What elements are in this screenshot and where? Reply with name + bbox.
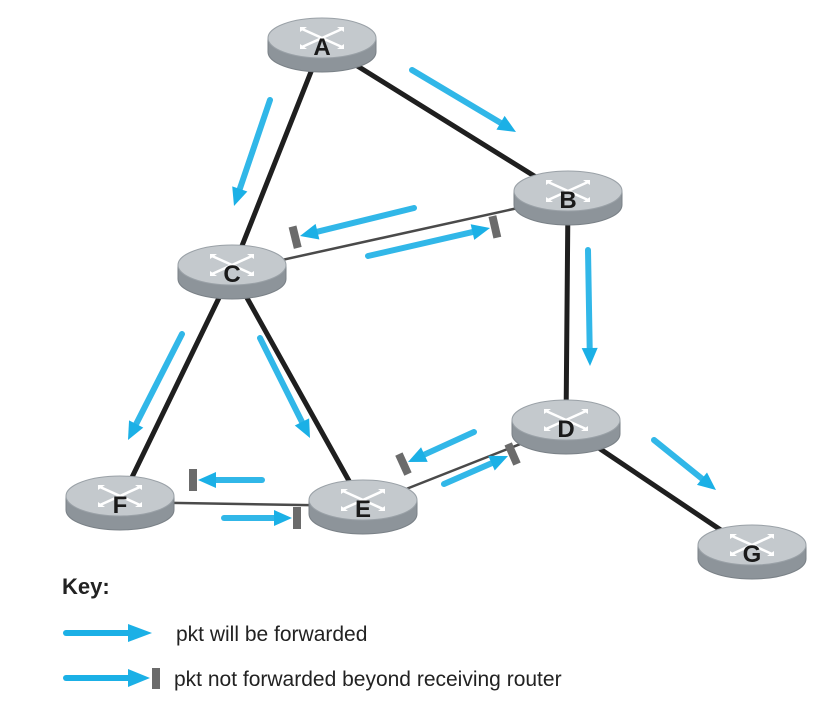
router-arrows-icon: [730, 534, 774, 556]
link-a-b: [319, 41, 571, 200]
router-label: G: [743, 541, 762, 568]
flow-b-to-c: [288, 205, 417, 249]
flow-c-to-f: [128, 331, 185, 440]
router-a[interactable]: A: [267, 17, 377, 73]
flows-layer: [128, 67, 716, 529]
router-label: E: [355, 496, 371, 523]
key-not-forwarded-arrow-icon: [63, 668, 160, 689]
flow-f-to-e: [221, 507, 301, 529]
router-arrows-icon: [341, 489, 385, 511]
flow-a-to-b: [409, 67, 516, 132]
key-title: Key:: [62, 574, 110, 599]
router-d[interactable]: D: [511, 399, 621, 455]
router-label: A: [313, 34, 330, 61]
key-forwarded-arrow-icon: [63, 624, 152, 642]
link-c-e: [229, 268, 366, 509]
router-label: C: [223, 261, 240, 288]
flow-d-to-g: [651, 437, 716, 490]
key-not-forwarded-label: pkt not forwarded beyond receiving route…: [174, 668, 562, 691]
router-arrows-icon: [546, 180, 590, 202]
flow-e-to-d: [441, 442, 521, 487]
router-arrows-icon: [300, 27, 344, 49]
link-a-c: [229, 41, 325, 274]
router-arrows-icon: [98, 485, 142, 507]
router-arrows-icon: [544, 409, 588, 431]
router-b[interactable]: B: [513, 170, 623, 226]
router-label: B: [559, 187, 576, 214]
router-e[interactable]: E: [308, 479, 418, 535]
flow-e-to-f: [189, 469, 265, 491]
link-c-f: [117, 268, 235, 505]
routers-layer: A B C D E F G: [65, 17, 807, 580]
router-f[interactable]: F: [65, 475, 175, 531]
key-forwarded-label: pkt will be forwarded: [176, 623, 367, 646]
router-label: D: [557, 416, 574, 443]
link-b-c: [230, 195, 570, 273]
links-layer: [117, 41, 755, 554]
key-legend: Key: pkt will be forwarded pkt not forwa…: [62, 574, 562, 691]
router-c[interactable]: C: [177, 244, 287, 300]
router-label: F: [113, 492, 128, 519]
flow-c-to-e: [257, 335, 310, 438]
router-arrows-icon: [210, 254, 254, 276]
link-b-d: [563, 194, 571, 429]
flow-a-to-c: [232, 97, 273, 206]
flow-b-to-d: [581, 247, 598, 366]
flow-d-to-e: [395, 429, 477, 476]
flow-c-to-b: [365, 215, 502, 259]
router-g[interactable]: G: [697, 524, 807, 580]
